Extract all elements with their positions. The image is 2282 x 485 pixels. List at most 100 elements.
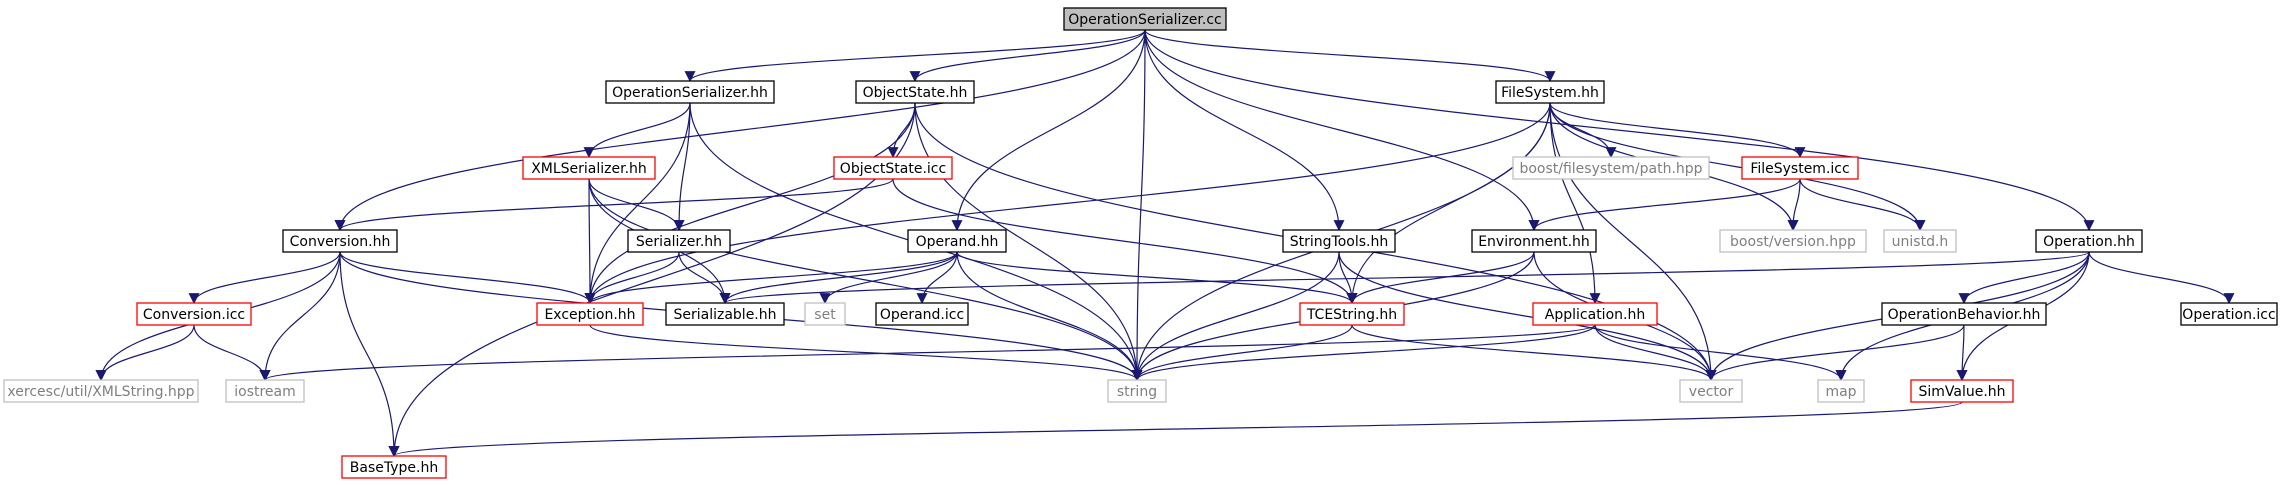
node-operation-icc[interactable]: Operation.icc — [2180, 302, 2278, 326]
edge-conversion-hh-to-iostream — [259, 251, 341, 382]
node-label: ObjectState.icc — [840, 161, 946, 177]
node-label: TCEString.hh — [1306, 307, 1397, 323]
node-map[interactable]: map — [1817, 379, 1865, 403]
edge-conversion-icc-to-xercesc-hpp — [95, 324, 195, 382]
node-environment-hh[interactable]: Environment.hh — [1471, 229, 1597, 253]
node-conversion-hh[interactable]: Conversion.hh — [282, 229, 398, 253]
node-string[interactable]: string — [1107, 379, 1167, 403]
node-set[interactable]: set — [804, 302, 846, 326]
node-label: XMLSerializer.hh — [531, 161, 647, 177]
edge-exception-hh-to-string — [589, 324, 1143, 382]
edge-operation-hh-to-operation-behavior-hh — [1958, 251, 2090, 305]
edge-serializer-hh-to-serializable-hh — [678, 251, 731, 305]
node-operand-hh[interactable]: Operand.hh — [907, 229, 1007, 253]
edge-operation-hh-to-operation-icc — [2088, 251, 2235, 305]
edge-operation-behavior-hh-to-simvalue-hh — [1956, 324, 1968, 382]
edge-root-to-string — [1131, 29, 1146, 382]
edge-object-state-icc-to-tcestring-hh — [892, 178, 1358, 305]
node-label: map — [1825, 384, 1856, 400]
node-box — [605, 80, 775, 104]
node-simvalue-hh[interactable]: SimValue.hh — [1910, 379, 2014, 403]
edge-object-state-hh-to-basetype-hh — [388, 102, 916, 458]
node-stringtools-hh[interactable]: StringTools.hh — [1282, 229, 1396, 253]
node-root[interactable]: OperationSerializer.cc — [1063, 7, 1227, 31]
node-tcestring-hh[interactable]: TCEString.hh — [1299, 302, 1405, 326]
edge-xml-serializer-hh-to-string — [588, 178, 1143, 382]
node-filesystem-hh[interactable]: FileSystem.hh — [1495, 80, 1605, 104]
node-box — [855, 80, 975, 104]
nodes-layer: OperationSerializer.ccOperationSerialize… — [3, 7, 2278, 479]
node-box — [1299, 302, 1405, 326]
node-box — [1495, 80, 1605, 104]
node-label: StringTools.hh — [1290, 234, 1388, 250]
node-box — [1107, 379, 1167, 403]
edge-op-serializer-hh-to-xml-serializer-hh — [583, 102, 691, 159]
node-op-serializer-hh[interactable]: OperationSerializer.hh — [605, 80, 775, 104]
node-box — [341, 455, 447, 479]
node-box — [522, 156, 656, 180]
node-box — [1881, 302, 2047, 326]
edge-environment-hh-to-tcestring-hh — [1346, 251, 1535, 305]
node-box — [3, 379, 199, 403]
node-serializable-hh[interactable]: Serializable.hh — [665, 302, 785, 326]
node-filesystem-icc[interactable]: FileSystem.icc — [1741, 156, 1859, 180]
edge-application-hh-to-iostream — [259, 324, 1596, 382]
edge-filesystem-icc-to-unistd-h — [1799, 178, 1926, 232]
edge-tcestring-hh-to-vector — [1351, 324, 1717, 382]
node-boost-version-hpp[interactable]: boost/version.hpp — [1719, 229, 1867, 253]
node-xml-serializer-hh[interactable]: XMLSerializer.hh — [522, 156, 656, 180]
node-box — [804, 302, 846, 326]
node-label: OperationSerializer.cc — [1068, 12, 1221, 28]
node-box — [1063, 7, 1227, 31]
node-box — [1471, 229, 1597, 253]
edge-root-to-stringtools-hh — [1144, 29, 1345, 232]
node-label: OperationSerializer.hh — [612, 85, 768, 101]
node-box — [1817, 379, 1865, 403]
node-operation-behavior-hh[interactable]: OperationBehavior.hh — [1881, 302, 2047, 326]
node-label: string — [1117, 384, 1157, 400]
edge-filesystem-hh-to-vector — [1549, 102, 1717, 382]
node-box — [1282, 229, 1396, 253]
node-serializer-hh[interactable]: Serializer.hh — [627, 229, 731, 253]
node-unistd-h[interactable]: unistd.h — [1883, 229, 1957, 253]
node-box — [907, 229, 1007, 253]
edge-filesystem-hh-to-unistd-h — [1549, 102, 1926, 232]
edge-simvalue-hh-to-basetype-hh — [389, 401, 1963, 458]
node-application-hh[interactable]: Application.hh — [1532, 302, 1658, 326]
node-box — [2180, 302, 2278, 326]
edge-object-state-icc-to-conversion-hh — [334, 178, 894, 232]
node-box — [1679, 379, 1743, 403]
edge-operand-hh-to-tcestring-hh — [956, 251, 1358, 305]
node-label: ObjectState.hh — [863, 85, 968, 101]
edge-application-hh-to-string — [1131, 324, 1596, 382]
node-operation-hh[interactable]: Operation.hh — [2035, 229, 2143, 253]
node-operand-icc[interactable]: Operand.icc — [875, 302, 969, 326]
node-box — [665, 302, 785, 326]
node-iostream[interactable]: iostream — [225, 379, 305, 403]
node-box — [1512, 156, 1710, 180]
node-basetype-hh[interactable]: BaseType.hh — [341, 455, 447, 479]
edge-xml-serializer-hh-to-exception-hh — [584, 178, 596, 305]
edge-application-hh-to-vector — [1594, 324, 1717, 382]
node-boost-path-hpp[interactable]: boost/filesystem/path.hpp — [1512, 156, 1710, 180]
edge-tcestring-hh-to-string — [1131, 324, 1353, 382]
node-label: Operand.icc — [880, 307, 964, 323]
node-vector[interactable]: vector — [1679, 379, 1743, 403]
node-box — [1741, 156, 1859, 180]
node-label: OperationBehavior.hh — [1888, 307, 2041, 323]
node-box — [833, 156, 953, 180]
node-box — [627, 229, 731, 253]
node-box — [282, 229, 398, 253]
node-exception-hh[interactable]: Exception.hh — [536, 302, 644, 326]
node-object-state-icc[interactable]: ObjectState.icc — [833, 156, 953, 180]
node-xercesc-hpp[interactable]: xercesc/util/XMLString.hpp — [3, 379, 199, 403]
node-label: Operation.hh — [2043, 234, 2135, 250]
node-conversion-icc[interactable]: Conversion.icc — [136, 302, 252, 326]
edge-filesystem-hh-to-exception-hh — [584, 102, 1551, 305]
edge-operand-hh-to-string — [956, 251, 1143, 382]
edge-filesystem-icc-to-environment-hh — [1528, 178, 1801, 232]
node-object-state-hh[interactable]: ObjectState.hh — [855, 80, 975, 104]
edge-operation-hh-to-serializable-hh — [720, 251, 2090, 305]
node-box — [536, 302, 644, 326]
node-box — [1910, 379, 2014, 403]
